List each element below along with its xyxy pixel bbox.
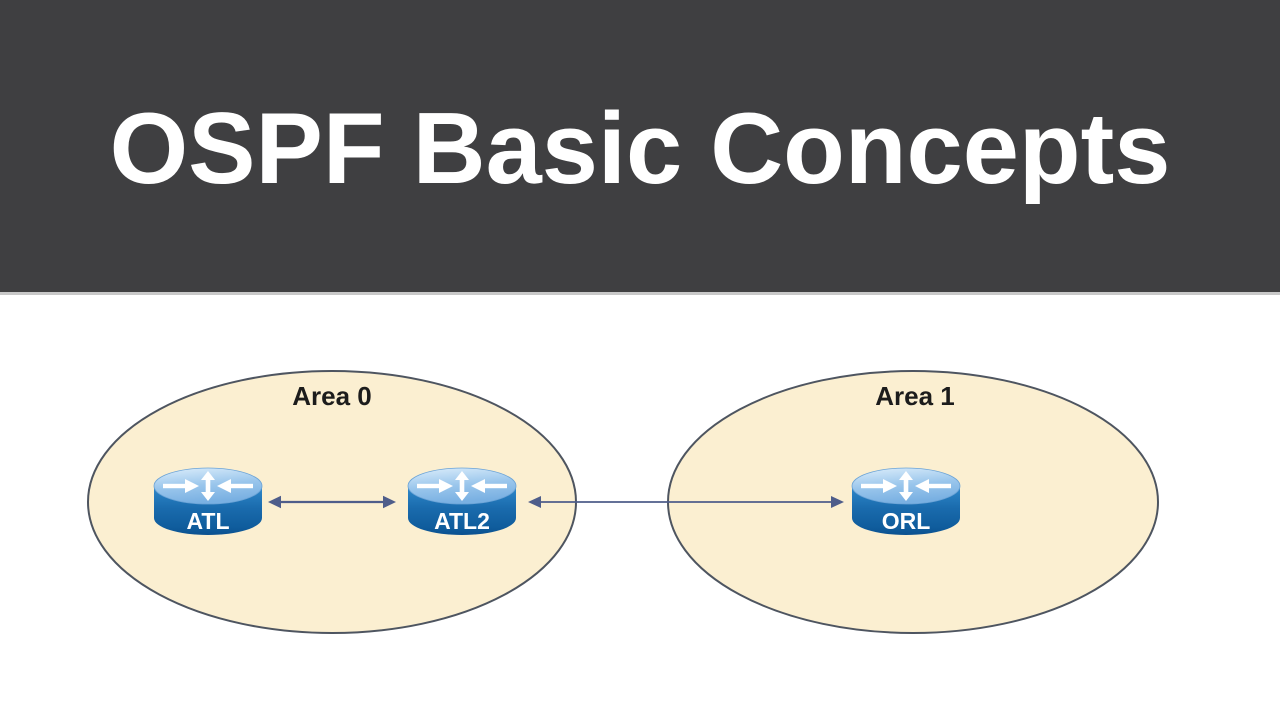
link-atl-atl2	[268, 495, 396, 509]
router-label: ATL	[186, 508, 229, 534]
router-icon	[153, 467, 263, 535]
slide-title: OSPF Basic Concepts	[109, 92, 1171, 205]
area-0-label: Area 0	[292, 381, 372, 411]
router-label: ORL	[882, 508, 931, 534]
area-1-label: Area 1	[875, 381, 955, 411]
router-orl: ORL	[851, 467, 961, 535]
router-label: ATL2	[434, 508, 490, 534]
router-atl2: ATL2	[407, 467, 517, 535]
router-arrows-glyph	[417, 471, 507, 501]
link-atl2-orl	[528, 496, 844, 508]
router-icon	[851, 467, 961, 535]
title-banner: OSPF Basic Concepts	[0, 0, 1280, 295]
router-arrows-glyph	[163, 471, 253, 501]
router-atl: ATL	[153, 467, 263, 535]
router-icon	[407, 467, 517, 535]
router-arrows-glyph	[861, 471, 951, 501]
